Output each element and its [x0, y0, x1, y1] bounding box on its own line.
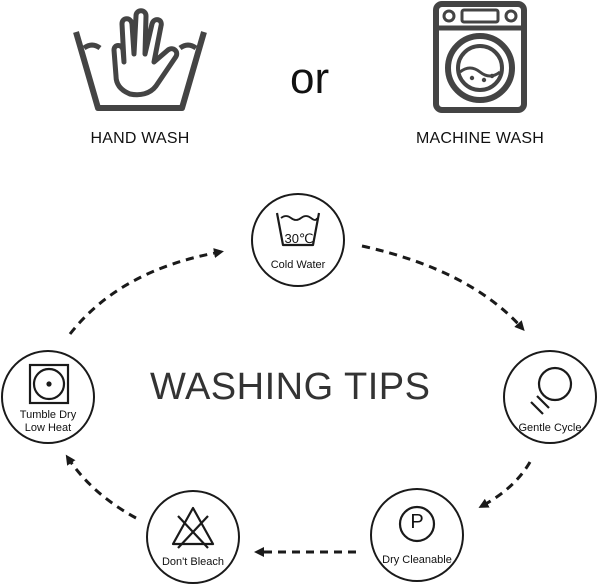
or-label: or: [290, 54, 330, 103]
dont-bleach-label: Don't Bleach: [161, 556, 225, 568]
gentle-cycle-label: Gentle Cycle: [518, 422, 582, 434]
gentle-cycle-icon: [530, 366, 573, 415]
arrow-gentle-to-dryclean: [478, 461, 532, 508]
tip-gentle-cycle: Gentle Cycle: [503, 350, 597, 444]
tip-dry-cleanable: P Dry Cleanable: [370, 488, 464, 582]
hand-wash-label: HAND WASH: [90, 130, 190, 147]
dry-clean-letter: P: [410, 511, 424, 533]
arrow-cold-to-gentle: [361, 244, 525, 331]
machine-wash-label: MACHINE WASH: [415, 130, 545, 147]
tip-cold-water: 30℃ Cold Water: [251, 193, 345, 287]
center-title: WASHING TIPS: [150, 366, 431, 408]
cold-water-label: Cold Water: [270, 259, 326, 271]
hand-wash-icon: [73, 8, 207, 111]
dry-clean-icon: [398, 505, 436, 543]
tip-tumble-dry: Tumble Dry Low Heat: [1, 350, 95, 444]
tumble-dry-label-line1: Tumble Dry: [19, 409, 77, 421]
arrow-tumble-to-cold: [68, 248, 224, 335]
wash-tub-icon: [275, 212, 321, 247]
washing-machine-icon: [433, 1, 527, 113]
arrow-bleach-to-tumble: [65, 454, 137, 520]
tip-dont-bleach: Don't Bleach: [146, 490, 240, 584]
no-bleach-icon: [171, 506, 215, 549]
cold-water-temperature: 30℃: [284, 231, 314, 246]
tumble-dry-label-line2: Low Heat: [24, 422, 72, 434]
dry-cleanable-label: Dry Cleanable: [382, 554, 452, 566]
tumble-dry-icon: [28, 363, 70, 405]
